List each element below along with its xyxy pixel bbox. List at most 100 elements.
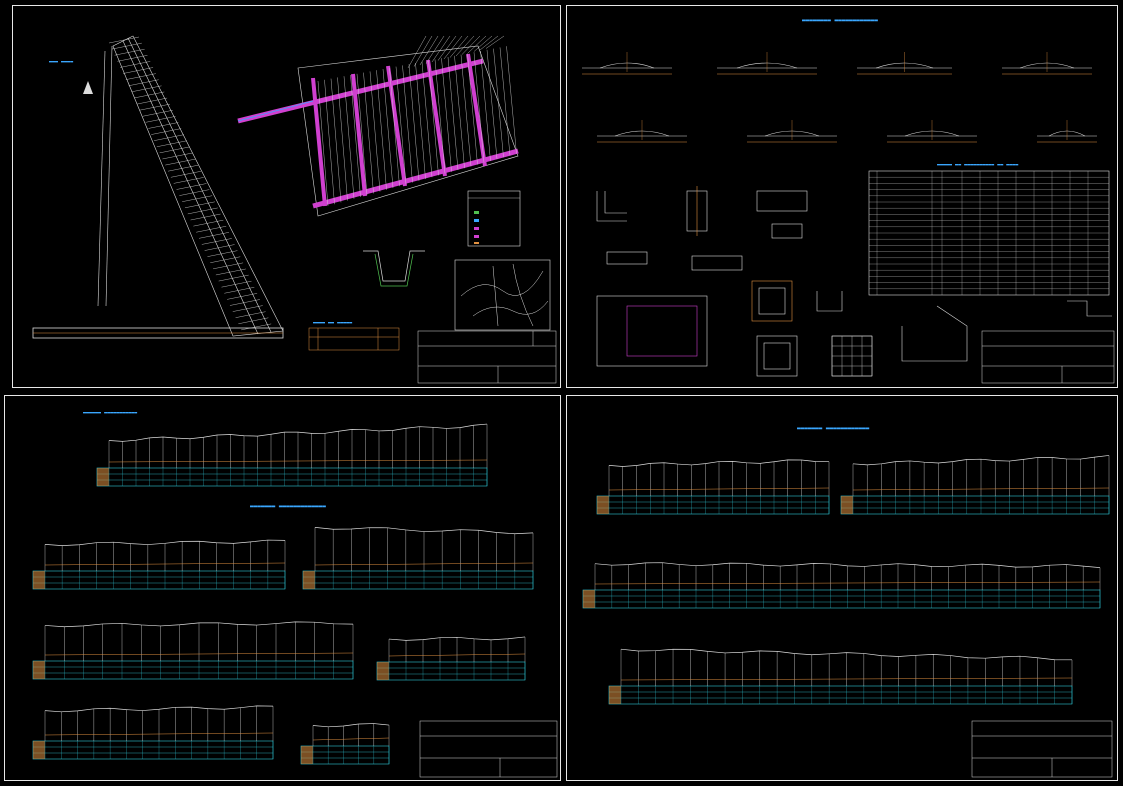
- lot-line: [473, 35, 493, 52]
- lot-line: [461, 35, 481, 55]
- lot-line: [415, 62, 426, 180]
- lot-line: [170, 171, 201, 178]
- lot-line: [137, 97, 168, 105]
- ground-line: [314, 527, 534, 535]
- band-header: [303, 571, 315, 589]
- lot-line: [153, 134, 185, 141]
- lot-line: [120, 61, 151, 68]
- lot-line: [123, 67, 154, 74]
- lot-line: [473, 52, 485, 163]
- lot-line: [227, 293, 258, 300]
- plan-drawing: ▬▬▬ ▬▬▬▬ ▬▬▬▬ ▬▬ ▬▬▬▬▬: [32, 35, 557, 384]
- lot-line: [499, 47, 511, 156]
- lot-line: [460, 54, 472, 167]
- grade-line: [620, 677, 1073, 681]
- lot-line: [182, 195, 213, 202]
- lot-line: [330, 78, 342, 203]
- lot-line: [480, 50, 491, 162]
- lot-line: [139, 103, 170, 111]
- street-grid: [237, 45, 519, 217]
- grade-line: [44, 732, 274, 736]
- grade-line: [314, 562, 534, 566]
- lot-divisions: [108, 36, 272, 331]
- section-row-1: [582, 52, 1092, 75]
- sheet-profiles-a: ▬▬▬▬▬▬ ▬▬▬▬▬▬▬▬▬▬▬ ▬▬▬▬▬▬▬ ▬▬▬▬▬▬▬▬▬▬▬▬▬: [4, 395, 561, 781]
- longitudinal-profile: [32, 621, 354, 680]
- profile-data-band: [840, 495, 1110, 515]
- drain-details: [816, 291, 1112, 362]
- sections-drawing: ▬▬▬▬▬▬▬▬ ▬▬▬▬▬▬▬▬▬▬▬▬ ▬▬▬▬▬ ▬▬ ▬▬▬▬▬▬▬▬▬…: [582, 17, 1115, 384]
- lot-line: [506, 46, 517, 154]
- ground-line: [594, 562, 1101, 568]
- grade-line: [44, 652, 354, 656]
- lot-line: [431, 35, 451, 63]
- title-block: [971, 720, 1113, 778]
- quantities-table: [868, 170, 1110, 296]
- lot-line: [168, 164, 199, 172]
- lot-line: [376, 70, 387, 190]
- longitudinal-profile: [840, 455, 1110, 515]
- plan-label: ▬▬▬ ▬▬▬▬: [49, 59, 73, 65]
- lot-line: [184, 201, 215, 209]
- band-header: [33, 661, 45, 679]
- lot-line: [187, 207, 218, 215]
- lot-line: [443, 35, 463, 60]
- longitudinal-profile: [302, 527, 534, 590]
- lot-line: [395, 66, 407, 185]
- profile-data-band: [300, 745, 390, 765]
- lot-line: [441, 58, 452, 172]
- longitudinal-profile: [608, 648, 1073, 705]
- lot-line: [207, 250, 238, 257]
- lot-line: [145, 116, 176, 123]
- lot-line: [428, 60, 439, 176]
- lot-line: [467, 35, 487, 54]
- title-block: [981, 330, 1115, 384]
- longitudinal-profile: [96, 423, 488, 487]
- sheet-plan-view: ▬▬▬ ▬▬▬▬ ▬▬▬▬ ▬▬ ▬▬▬▬▬: [12, 5, 561, 388]
- lot-line: [407, 35, 427, 69]
- profiles-drawing-a: ▬▬▬▬▬▬ ▬▬▬▬▬▬▬▬▬▬▬ ▬▬▬▬▬▬▬ ▬▬▬▬▬▬▬▬▬▬▬▬▬: [32, 410, 558, 778]
- lot-line: [204, 244, 235, 251]
- lot-line: [196, 226, 227, 233]
- lot-line: [229, 299, 260, 306]
- lot-line: [213, 262, 244, 270]
- legend-box: [467, 190, 521, 247]
- profile-data-band: [32, 740, 274, 760]
- lot-line: [350, 74, 361, 198]
- lot-line: [151, 128, 182, 135]
- band-header: [841, 496, 853, 514]
- schedule-table: [308, 327, 400, 351]
- ground-line: [44, 621, 354, 628]
- grade-line: [388, 653, 526, 657]
- lot-line: [232, 305, 263, 312]
- lot-line: [241, 323, 272, 331]
- band-header: [33, 571, 45, 589]
- ground-line: [388, 636, 526, 641]
- ground-line: [852, 455, 1110, 466]
- profile-data-band: [596, 495, 830, 515]
- grade-line: [594, 581, 1101, 585]
- lot-line: [131, 85, 162, 93]
- lot-line: [437, 35, 457, 61]
- longitudinal-profile: [376, 636, 526, 681]
- lot-line: [159, 146, 190, 154]
- grade-line: [312, 737, 390, 741]
- grating-grid: [831, 335, 873, 377]
- lot-line: [235, 311, 266, 318]
- lot-line: [467, 53, 478, 165]
- lot-line: [479, 35, 499, 51]
- table-title: ▬▬▬▬▬ ▬▬ ▬▬▬▬▬▬▬▬▬▬ ▬▬ ▬▬▬▬: [937, 162, 1018, 168]
- profile-data-band: [96, 467, 488, 487]
- channel-section-detail: [363, 250, 425, 287]
- lot-line: [493, 48, 504, 158]
- lot-line: [224, 287, 255, 294]
- profile-data-band: [32, 570, 286, 590]
- sheet-profiles-b: ▬▬▬▬▬▬▬ ▬▬▬▬▬▬▬▬▬▬▬▬: [566, 395, 1118, 781]
- lot-line: [425, 35, 445, 64]
- lot-line: [210, 256, 241, 263]
- profile-data-band: [376, 661, 526, 681]
- lot-line: [486, 49, 498, 160]
- lot-line: [238, 317, 269, 324]
- profiles-heading: ▬▬▬▬▬▬▬ ▬▬▬▬▬▬▬▬▬▬▬▬: [797, 425, 870, 432]
- lot-line: [218, 274, 249, 282]
